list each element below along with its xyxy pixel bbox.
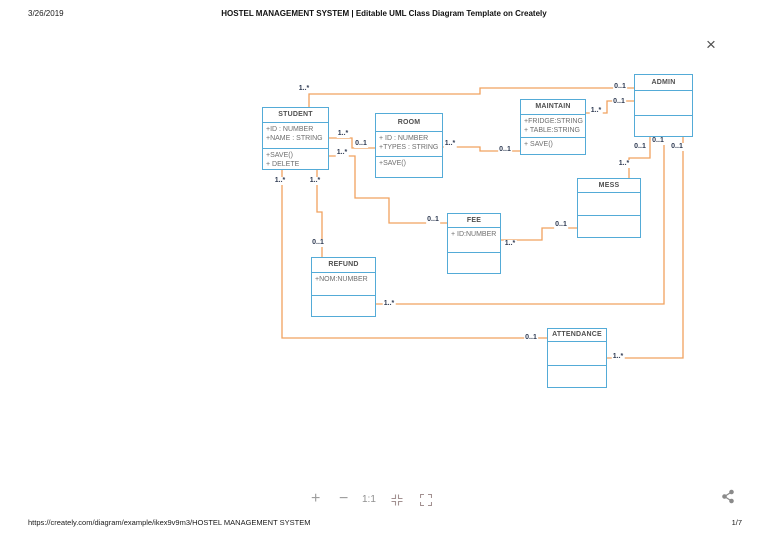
connector-student-fee <box>329 155 447 224</box>
multiplicity-label: 0..1 <box>524 334 538 342</box>
class-methods: +SAVE() <box>376 156 442 179</box>
attribute: +NOM:NUMBER <box>315 276 368 283</box>
attribute: + ID:NUMBER <box>451 231 497 238</box>
page-indicator: 1/7 <box>731 518 742 527</box>
class-title: ATTENDANCE <box>552 331 602 338</box>
multiplicity-label: 1..* <box>443 140 457 148</box>
class-methods <box>548 365 606 389</box>
class-refund[interactable]: REFUND +NOM:NUMBER <box>311 257 376 317</box>
multiplicity-label: 1..* <box>308 177 322 185</box>
class-methods: +SAVE() + DELETE <box>263 148 328 171</box>
class-methods <box>448 252 500 275</box>
class-attributes: +FRIDGE:STRING + TABLE:STRING <box>521 114 585 137</box>
multiplicity-label: 0..1 <box>651 137 665 145</box>
multiplicity-label: 1..* <box>611 353 625 361</box>
class-title: ADMIN <box>651 79 676 86</box>
class-attributes: +ID : NUMBER +NAME : STRING <box>263 122 328 148</box>
class-title: ROOM <box>397 119 421 126</box>
class-methods: + SAVE() <box>521 137 585 156</box>
class-mess[interactable]: MESS <box>577 178 641 238</box>
print-date: 3/26/2019 <box>28 9 64 18</box>
connector-student-admin <box>308 87 634 107</box>
class-maintain[interactable]: MAINTAIN +FRIDGE:STRING + TABLE:STRING +… <box>520 99 586 155</box>
multiplicity-label: 0..1 <box>554 221 568 229</box>
method: + SAVE() <box>524 141 553 148</box>
connector-admin-refund <box>376 137 665 305</box>
multiplicity-label: 0..1 <box>612 98 626 106</box>
multiplicity-label: 0..1 <box>633 143 647 151</box>
class-admin[interactable]: ADMIN <box>634 74 693 137</box>
method: +SAVE() <box>266 152 293 159</box>
class-attributes: + ID : NUMBER +TYPES : STRING <box>376 131 442 156</box>
class-attributes <box>635 90 692 115</box>
close-icon[interactable]: × <box>706 35 716 54</box>
multiplicity-label: 0..1 <box>426 216 440 224</box>
multiplicity-label: 0..1 <box>613 83 627 91</box>
class-title: REFUND <box>328 261 359 268</box>
attribute: +ID : NUMBER <box>266 126 314 133</box>
connector-student-room <box>329 137 375 149</box>
attribute: + TABLE:STRING <box>524 127 580 134</box>
fit-screen-icon[interactable] <box>391 494 403 506</box>
class-attributes <box>578 192 640 215</box>
attribute: + ID : NUMBER <box>379 135 429 142</box>
zoom-out-icon[interactable]: − <box>339 490 349 507</box>
class-methods <box>578 215 640 239</box>
class-attributes: +NOM:NUMBER <box>312 272 375 295</box>
multiplicity-label: 1..* <box>273 177 287 185</box>
multiplicity-label: 0..1 <box>670 143 684 151</box>
method: +SAVE() <box>379 160 406 167</box>
zoom-ratio-button[interactable]: 1:1 <box>362 494 376 505</box>
class-title: FEE <box>466 217 482 224</box>
share-icon[interactable] <box>721 489 735 509</box>
multiplicity-label: 1..* <box>382 300 396 308</box>
class-title: MESS <box>598 182 620 189</box>
class-fee[interactable]: FEE + ID:NUMBER <box>447 213 501 274</box>
multiplicity-label: 0..1 <box>311 239 325 247</box>
connector-student-refund <box>316 170 323 257</box>
connector-admin-attendance <box>607 137 684 359</box>
connector-student-attendance <box>281 170 547 339</box>
connector-admin-mess <box>628 137 651 178</box>
page-title: HOSTEL MANAGEMENT SYSTEM | Editable UML … <box>221 9 547 18</box>
multiplicity-label: 1..* <box>336 130 350 138</box>
multiplicity-label: 1..* <box>503 240 517 248</box>
connector-fee-mess <box>501 227 577 241</box>
class-attributes: + ID:NUMBER <box>448 227 500 252</box>
multiplicity-label: 0..1 <box>498 146 512 154</box>
class-attributes <box>548 341 606 365</box>
class-title: STUDENT <box>278 111 313 118</box>
zoom-in-icon[interactable]: + <box>311 490 321 507</box>
class-student[interactable]: STUDENT +ID : NUMBER +NAME : STRING +SAV… <box>262 107 329 170</box>
class-attendance[interactable]: ATTENDANCE <box>547 328 607 388</box>
method: + DELETE <box>266 161 300 168</box>
class-methods <box>635 115 692 138</box>
multiplicity-label: 1..* <box>589 107 603 115</box>
multiplicity-label: 1..* <box>617 160 631 168</box>
class-room[interactable]: ROOM + ID : NUMBER +TYPES : STRING +SAVE… <box>375 113 443 178</box>
footer-url: https://creately.com/diagram/example/ike… <box>28 518 311 527</box>
multiplicity-label: 0..1 <box>354 140 368 148</box>
attribute: +FRIDGE:STRING <box>524 118 583 125</box>
multiplicity-label: 1..* <box>297 85 311 93</box>
attribute: +NAME : STRING <box>266 135 323 142</box>
class-methods <box>312 295 375 318</box>
fullscreen-icon[interactable] <box>420 494 432 506</box>
class-title: MAINTAIN <box>535 103 571 110</box>
attribute: +TYPES : STRING <box>379 144 439 151</box>
multiplicity-label: 1..* <box>335 149 349 157</box>
